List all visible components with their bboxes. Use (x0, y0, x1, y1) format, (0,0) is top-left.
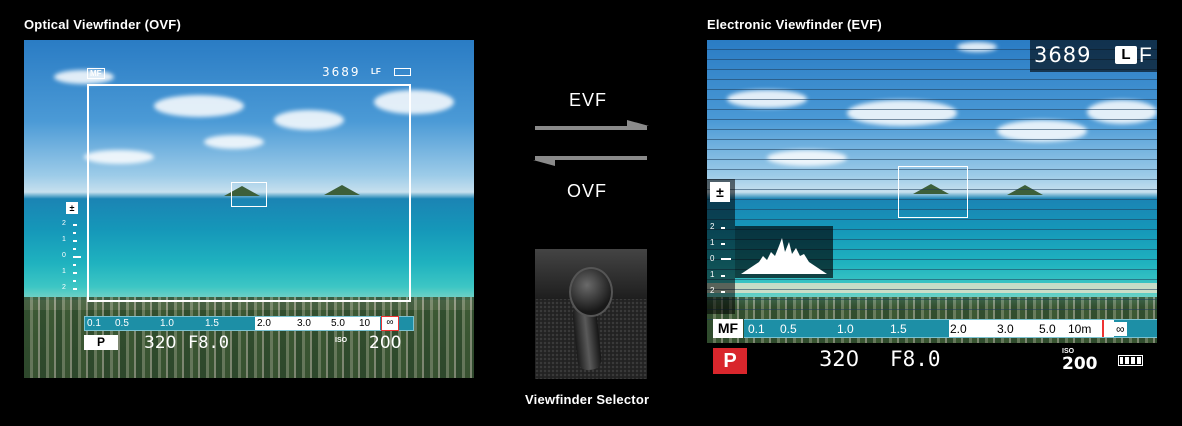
af-frame (898, 166, 968, 218)
distance-tick: 0.1 (748, 322, 765, 336)
distance-tick: 1.5 (205, 318, 219, 329)
ovf-caption: Optical Viewfinder (OVF) (24, 17, 181, 32)
shots-remaining: 3689 (322, 65, 361, 79)
distance-tick: 1.5 (890, 322, 907, 336)
image-quality-badge: L (1115, 46, 1137, 64)
optical-viewfinder-view: MF 3689 LF ± 2 1 0 1 2 0.1 0.5 1.0 1.5 2… (24, 40, 474, 378)
iso-label: ISO (335, 337, 348, 344)
shutter-speed: 320 (819, 347, 860, 371)
swap-arrows-icon (535, 120, 649, 130)
expo-label: 0 (62, 252, 66, 259)
image-quality: LF (371, 67, 381, 76)
distance-tick: 5.0 (331, 318, 345, 329)
swap-arrows-icon (533, 156, 647, 166)
iso-value: 200 (369, 333, 402, 353)
distance-tick: 1.0 (160, 318, 174, 329)
shutter-speed: 320 (144, 333, 177, 353)
shots-remaining: 3689 (1034, 43, 1092, 67)
expo-label: 1 (62, 236, 66, 243)
expo-label: 2 (710, 286, 715, 295)
distance-tick: 2.0 (257, 318, 271, 329)
focus-mode-indicator: MF (713, 319, 743, 338)
evf-caption: Electronic Viewfinder (EVF) (707, 17, 882, 32)
aperture: F8.0 (890, 347, 941, 371)
exposure-compensation-scale: ± 2 1 0 1 2 (62, 202, 92, 297)
shooting-mode: P (84, 335, 118, 350)
distance-tick: 3.0 (997, 322, 1014, 336)
histogram-icon (735, 226, 833, 278)
expo-label: 1 (710, 270, 715, 279)
distance-tick: 1.0 (837, 322, 854, 336)
knob-icon (569, 267, 613, 317)
expo-label: 1 (710, 238, 715, 247)
scanline-overlay (707, 40, 1157, 328)
battery-icon (394, 68, 411, 76)
distance-tick: 10 (359, 318, 371, 329)
expo-label: 2 (62, 220, 66, 227)
bright-frame (87, 84, 411, 302)
aperture: F8.0 (188, 333, 229, 353)
af-frame (231, 182, 267, 207)
electronic-viewfinder-view: 3689 L F ± 2 1 0 1 2 MF 0.1 0.5 1.0 1.5 … (707, 40, 1157, 378)
battery-icon (1118, 355, 1143, 366)
distance-tick: 0.5 (115, 318, 129, 329)
iso-value: 200 (1062, 354, 1098, 374)
selector-caption: Viewfinder Selector (525, 392, 650, 407)
expo-label: 1 (62, 268, 66, 275)
distance-tick: 2.0 (950, 322, 967, 336)
distance-tick: 0.5 (780, 322, 797, 336)
infinity-mark: ∞ (1114, 322, 1127, 336)
evf-info-bar: P 320 F8.0 ISO 200 (707, 343, 1157, 378)
viewfinder-selector-lever[interactable] (535, 249, 647, 379)
distance-scale: 0.1 0.5 1.0 1.5 2.0 3.0 5.0 10m ∞ (744, 319, 1157, 338)
expo-label: 2 (62, 284, 66, 291)
exposure-compensation-icon: ± (710, 182, 730, 202)
ovf-info-bar: P 320 F8.0 ISO 200 (24, 332, 474, 378)
distance-tick: 10m (1068, 322, 1092, 336)
exposure-compensation-scale: ± 2 1 0 1 2 (707, 179, 735, 314)
ovf-arrow-label: OVF (567, 181, 608, 201)
focus-mode-indicator: MF (87, 68, 105, 79)
shooting-mode: P (713, 348, 747, 374)
expo-label: 2 (710, 222, 715, 231)
distance-tick: 5.0 (1039, 322, 1056, 336)
iso-label: ISO (1062, 348, 1075, 355)
expo-label: 0 (710, 254, 715, 263)
exposure-compensation-icon: ± (66, 202, 78, 214)
infinity-mark: ∞ (381, 316, 399, 331)
distance-scale: 0.1 0.5 1.0 1.5 2.0 3.0 5.0 10 ∞ (84, 316, 414, 331)
evf-arrow-label: EVF (569, 90, 608, 110)
distance-tick: 0.1 (87, 318, 101, 329)
image-quality-suffix: F (1139, 44, 1152, 67)
distance-tick: 3.0 (297, 318, 311, 329)
